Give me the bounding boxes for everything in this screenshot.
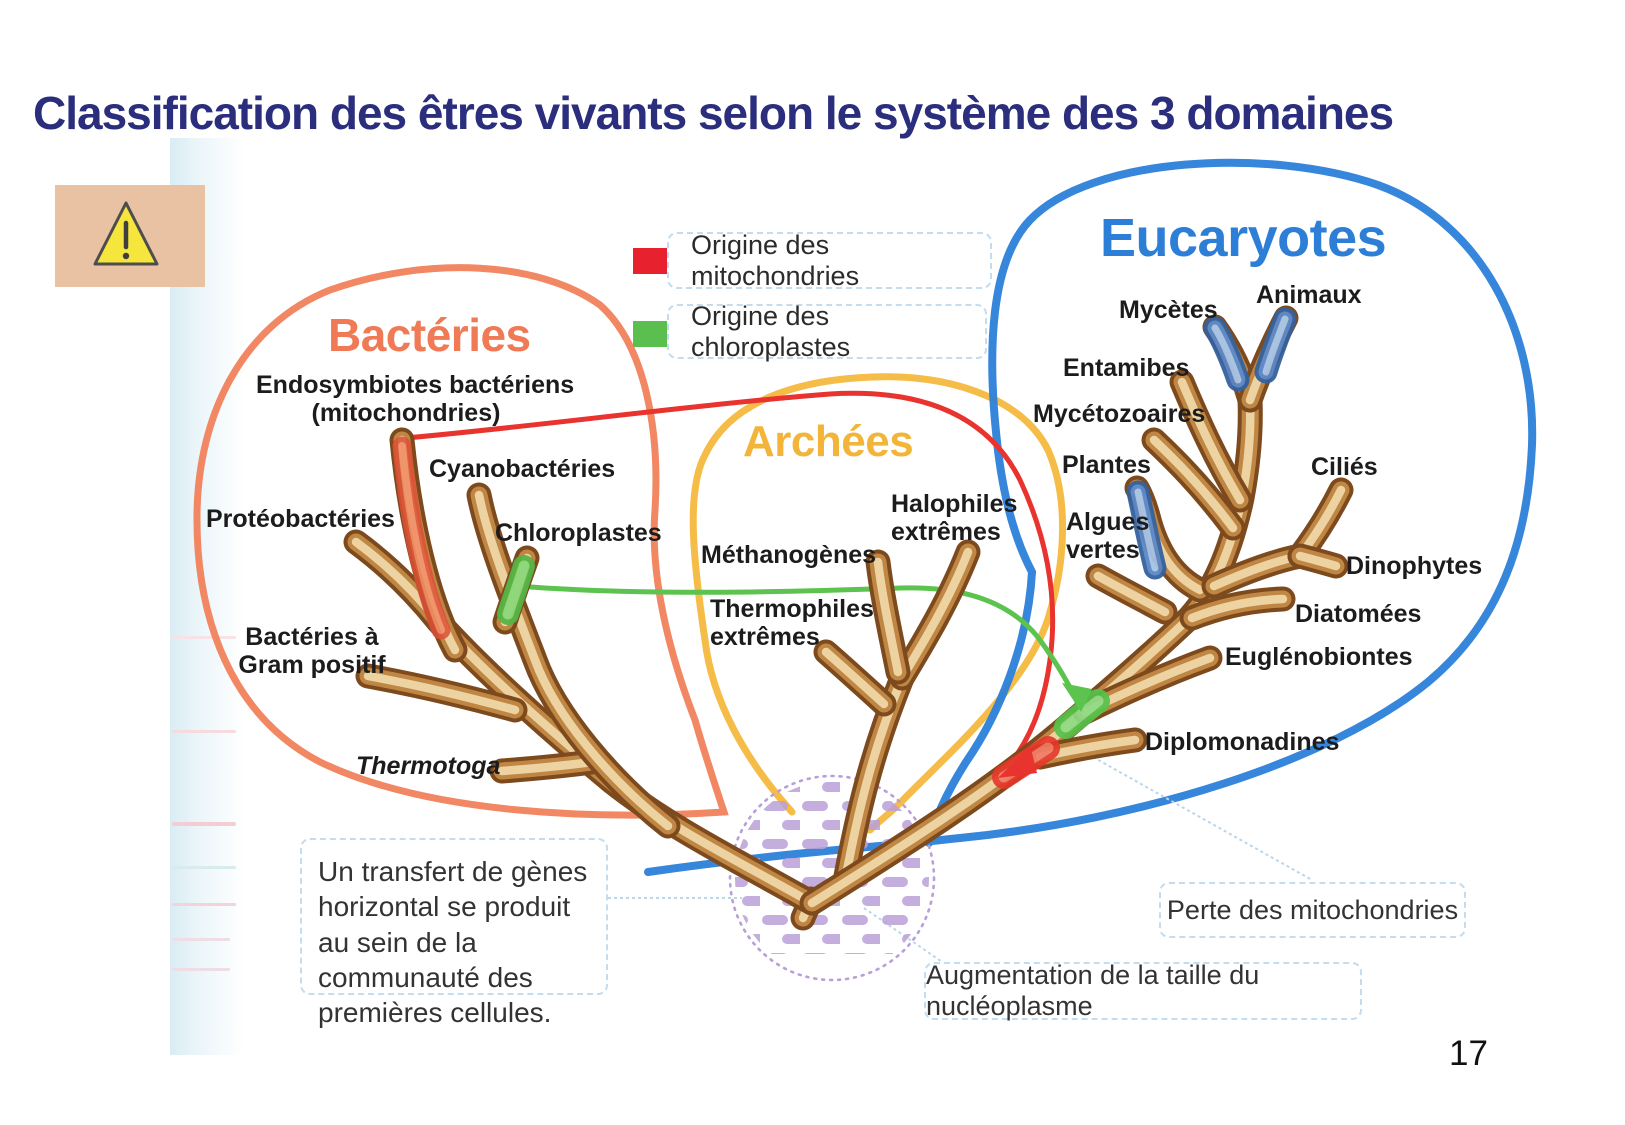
taxon-label-plantes: Plantes [1062, 451, 1151, 479]
taxon-label-cyanobacteries: Cyanobactéries [429, 455, 616, 483]
page-number: 17 [1449, 1034, 1488, 1073]
taxon-label-thermophiles: Thermophiles extrêmes [710, 595, 874, 651]
warning-callout-box [55, 185, 205, 287]
taxon-label-diatomees: Diatomées [1295, 600, 1422, 628]
taxon-label-euglenobiontes: Euglénobiontes [1225, 643, 1413, 671]
perte-mitochondries-note: Perte des mitochondries [1159, 882, 1466, 938]
archaea-bubble-outline [689, 373, 1067, 834]
taxon-label-halophiles: Halophiles extrêmes [891, 490, 1018, 546]
horizontal-gene-transfer-note: Un transfert de gènes horizontal se prod… [300, 838, 608, 1028]
taxon-label-dinophytes: Dinophytes [1346, 552, 1483, 580]
domain-title-bacteria: Bactéries [328, 309, 531, 361]
taxon-label-endosymbiotes: Endosymbiotes bactériens (mitochondries) [256, 371, 575, 427]
mitochondria-arrowhead [998, 745, 1037, 778]
callout-connectors [608, 756, 1313, 967]
scan-mark [172, 636, 236, 639]
page-title: Classification des êtres vivants selon l… [33, 86, 1394, 139]
mitochondria-legend-swatch [633, 248, 671, 274]
taxon-label-mycetes: Mycètes [1119, 296, 1218, 324]
scan-mark [172, 968, 230, 971]
taxon-label-methanogenes: Méthanogènes [701, 541, 877, 569]
first-cells-community-circle [728, 774, 936, 982]
warning-triangle-icon [93, 201, 159, 266]
chloroplast-origin-line [515, 583, 1081, 707]
chloroplast-legend-swatch [633, 321, 671, 347]
eukaryota-bubble-outline [644, 158, 1537, 876]
taxon-label-diplomonadines: Diplomonadines [1145, 728, 1340, 756]
scan-mark [172, 903, 236, 906]
scan-mark [172, 730, 236, 733]
taxon-label-thermotoga: Thermotoga [356, 752, 501, 780]
mitochondria-origin-line [403, 390, 1056, 769]
domain-title-eukaryota: Eucaryotes [1100, 208, 1387, 268]
scan-mark [172, 866, 236, 869]
taxon-label-cilies: Ciliés [1311, 453, 1378, 481]
taxon-label-animaux: Animaux [1256, 281, 1362, 309]
taxon-label-algues-vertes: Algues vertes [1066, 508, 1150, 564]
legend-label: Origine des mitochondries [691, 229, 860, 291]
scan-mark [172, 938, 230, 941]
taxon-label-entamibes: Entamibes [1063, 354, 1190, 382]
taxon-label-gram-positif: Bactéries à Gram positif [238, 623, 386, 679]
augmentation-nucleoplasme-note: Augmentation de la taille du nucléoplasm… [924, 960, 1362, 1021]
legend-item-chloroplastes: Origine des chloroplastes [667, 301, 987, 362]
scan-mark [172, 822, 236, 826]
legend-item-mitochondries: Origine des mitochondries [667, 229, 992, 291]
taxon-label-proteobacteries: Protéobactéries [206, 505, 395, 533]
taxon-label-chloroplastes: Chloroplastes [495, 519, 662, 547]
chloroplast-arrowhead [1062, 683, 1092, 712]
legend-label: Origine des chloroplastes [691, 300, 851, 362]
bacteria-bubble-outline [193, 264, 729, 819]
taxon-label-mycetozoaires: Mycétozoaires [1033, 400, 1206, 428]
domain-title-archaea: Archées [743, 417, 914, 466]
